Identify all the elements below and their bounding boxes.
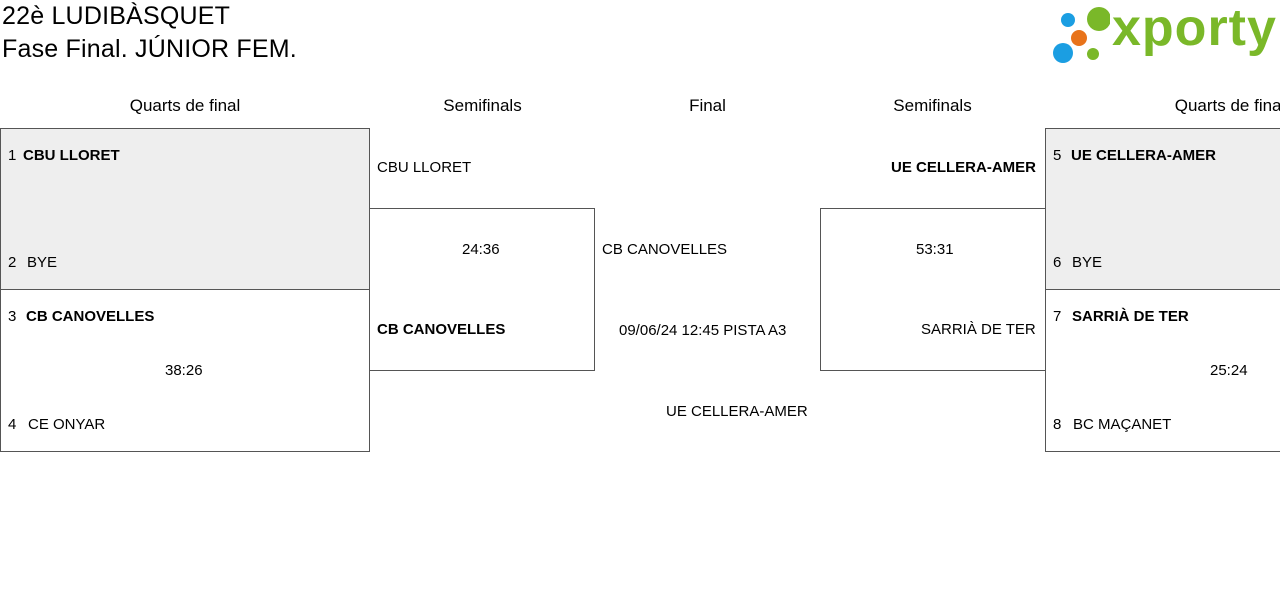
team-name: BYE bbox=[1072, 254, 1103, 271]
round-header-final: Final bbox=[689, 96, 726, 115]
left-sf-team-b: CB CANOVELLES bbox=[377, 321, 506, 338]
right-sf-team-a: UE CELLERA-AMER bbox=[891, 159, 1036, 176]
final-team-b: UE CELLERA-AMER bbox=[666, 403, 808, 420]
team-name: CE ONYAR bbox=[28, 416, 106, 433]
seed-number: 5 bbox=[1053, 147, 1062, 164]
tournament-title: 22è LUDIBÀSQUET bbox=[2, 2, 231, 30]
seed-number: 7 bbox=[1053, 308, 1062, 325]
round-header-right-qf: Quarts de final bbox=[1174, 96, 1280, 115]
final-schedule: 09/06/24 12:45 PISTA A3 bbox=[619, 322, 787, 339]
match-score: 25:24 bbox=[1210, 362, 1248, 379]
team-name: CB CANOVELLES bbox=[26, 308, 155, 325]
seed-number: 3 bbox=[8, 308, 17, 325]
seed-number: 8 bbox=[1053, 416, 1062, 433]
final-team-a: CB CANOVELLES bbox=[602, 241, 728, 258]
right-sf-team-b: SARRIÀ DE TER bbox=[921, 321, 1036, 338]
match-score: 24:36 bbox=[462, 241, 500, 258]
match-right-qf-2[interactable] bbox=[1045, 289, 1280, 452]
match-right-sf[interactable] bbox=[820, 208, 1046, 371]
round-header-right-sf: Semifinals bbox=[893, 96, 972, 115]
match-score: 53:31 bbox=[916, 241, 954, 258]
seed-number: 1 bbox=[8, 147, 17, 164]
team-name: CBU LLORET bbox=[23, 147, 120, 164]
team-name: UE CELLERA-AMER bbox=[1071, 147, 1216, 164]
team-name: BC MAÇANET bbox=[1073, 416, 1172, 433]
round-header-left-sf: Semifinals bbox=[443, 96, 522, 115]
seed-number: 6 bbox=[1053, 254, 1062, 271]
phase-title: Fase Final. JÚNIOR FEM. bbox=[2, 35, 297, 63]
team-name: BYE bbox=[27, 254, 58, 271]
seed-number: 2 bbox=[8, 254, 17, 271]
match-score: 38:26 bbox=[165, 362, 203, 379]
match-left-sf[interactable] bbox=[369, 208, 595, 371]
team-name: SARRIÀ DE TER bbox=[1072, 308, 1189, 325]
logo-dots-icon bbox=[1053, 7, 1110, 63]
match-right-qf-1[interactable] bbox=[1045, 128, 1280, 290]
xporty-logo: xporty bbox=[1050, 0, 1278, 68]
logo-wordmark: xporty bbox=[1112, 0, 1277, 57]
match-left-qf-1[interactable] bbox=[0, 128, 370, 290]
left-sf-team-a: CBU LLORET bbox=[377, 159, 472, 176]
round-header-left-qf: Quarts de final bbox=[129, 96, 241, 115]
seed-number: 4 bbox=[8, 416, 17, 433]
